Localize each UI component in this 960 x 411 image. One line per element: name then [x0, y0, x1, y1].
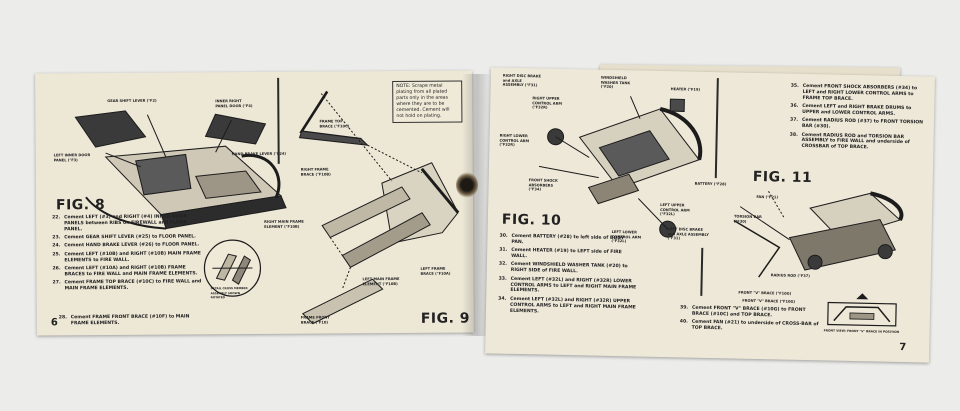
- right-steps-bottom: 39.Cement FRONT "V" BRACE (#10G) to FRON…: [680, 305, 821, 336]
- left-steps: 22.Cement LEFT (#3) and RIGHT (#4) INNER…: [52, 214, 203, 294]
- callout-radius-rod: RADIUS ROD (°F37): [770, 273, 811, 279]
- front-view-drawing: [827, 293, 897, 327]
- callout-right-lower-arm: RIGHT LOWER CONTROL ARM (°F32R): [499, 133, 530, 147]
- callout-front-shock: FRONT SHOCK ABSORBERS (°F34): [528, 178, 558, 192]
- step-23: 23.Cement GEAR SHIFT LEVER (#25) to FLOO…: [52, 234, 196, 241]
- step-35: 35.Cement FRONT SHOCK ABSORBERS (#34) to…: [790, 83, 918, 102]
- callout-right-frame-brace: RIGHT FRAME BRACE (°F10B): [300, 167, 331, 177]
- left-page-number: 6: [50, 317, 58, 329]
- callout-inner-right-door: INNER RIGHT PANEL DOOR (°F4): [215, 99, 253, 108]
- callout-right-upper-arm: RIGHT UPPER CONTROL ARM (°F32R): [532, 96, 562, 110]
- right-steps-left: 30.Cement BATTERY (#28) to left side of …: [498, 234, 638, 320]
- step-37: 37.Cement RADIUS ROD (#37) to FRONT TORS…: [789, 117, 924, 130]
- burn-mark: [456, 172, 478, 198]
- callout-front-v-brace-a: FRONT "V" BRACE (°F10G): [738, 290, 792, 296]
- right-page-number: 7: [899, 341, 907, 354]
- step-26: 26.Cement LEFT (#10A) and RIGHT (#10B) F…: [52, 265, 198, 278]
- callout-left-inner-door: LEFT INNER DOOR PANEL (°F3): [53, 153, 91, 162]
- callout-right-main-frame: RIGHT MAIN FRAME ELEMENT (°F10B): [264, 219, 304, 229]
- step-24: 24.Cement HAND BRAKE LEVER (#26) to FLOO…: [52, 242, 200, 249]
- right-page: RIGHT DISC BRAKE and AXLE ASSEMBLY (°F31…: [485, 67, 935, 363]
- fig9-drawing: [298, 90, 460, 325]
- right-steps-right: 35.Cement FRONT SHOCK ABSORBERS (#34) to…: [789, 84, 924, 155]
- step-31: 31.Cement HEATER (#19) to LEFT side of F…: [499, 247, 622, 260]
- right-page-divider-lower: [700, 247, 703, 296]
- step-28: 28.Cement FRAME FRONT BRACE (#10F) to MA…: [58, 314, 190, 327]
- step-40: 40.Cement FAN (#21) to underside of CROS…: [679, 319, 819, 332]
- left-page: GEAR SHIFT LEVER (°F2) INNER RIGHT PANEL…: [35, 70, 474, 336]
- step-25: 25.Cement LEFT (#10B) and RIGHT (#10B) M…: [52, 251, 201, 263]
- figure-8-label: FIG. 8: [55, 197, 106, 214]
- callout-front-v-brace-b: FRONT "V" BRACE (°F10G): [742, 298, 796, 304]
- figure-10-label: FIG. 10: [501, 211, 562, 229]
- plating-note: NOTE: Scrape metal plating from all plat…: [392, 80, 463, 124]
- callout-frame-top-brace: FRAME TOP BRACE (°F10C): [319, 119, 350, 129]
- fig11-drawing: [733, 190, 904, 278]
- fig8-drawing: [74, 110, 287, 230]
- step-27: 27.Cement FRAME TOP BRACE (#10C) to FIRE…: [52, 279, 202, 292]
- step-22: 22.Cement LEFT (#3) and RIGHT (#4) INNER…: [52, 214, 188, 233]
- callout-left-main-frame: LEFT MAIN FRAME ELEMENT (°F10B): [362, 276, 400, 286]
- callout-heater: HEATER (°F19): [670, 87, 701, 92]
- step-28-block: 28.Cement FRAME FRONT BRACE (#10F) to MA…: [59, 314, 197, 329]
- step-36: 36.Cement LEFT and RIGHT BRAKE DRUMS to …: [790, 103, 912, 117]
- callout-gear-shift-lever: GEAR SHIFT LEVER (°F2): [107, 98, 157, 104]
- callout-windshield-tank: WINDSHIELD WASHER TANK (°F20): [600, 75, 631, 89]
- step-38: 38.Cement RADIUS ROD and TORSION BAR ASS…: [789, 132, 910, 151]
- callout-right-disc-brake: RIGHT DISC BRAKE and AXLE ASSEMBLY (°F31…: [502, 73, 542, 88]
- callout-inset-caption: DETAIL CROSS MEMBER ASSEMBLY SHOWN ROTAT…: [210, 286, 248, 300]
- step-34: 34.Cement LEFT (#32L) and RIGHT (#32R) U…: [498, 296, 636, 314]
- step-32: 32.Cement WINDSHIELD WASHER TANK (#20) t…: [498, 261, 628, 275]
- callout-left-upper-arm: LEFT UPPER CONTROL ARM (°F32L): [659, 202, 690, 217]
- callout-frame-front-brace: FRAME FRONT BRACE (°F10): [300, 315, 330, 325]
- step-39: 39.Cement FRONT "V" BRACE (#10G) to FRON…: [679, 305, 806, 319]
- inset-detail-drawing: [203, 239, 262, 297]
- callout-fan: FAN (°F21): [756, 194, 779, 200]
- step-33: 33.Cement LEFT (#32L) and RIGHT (#32R) L…: [498, 276, 637, 294]
- fig10-drawing: [538, 96, 703, 238]
- left-page-divider: [277, 77, 280, 164]
- callout-torsion-bar: TORSION BAR (°F30): [733, 214, 762, 224]
- callout-left-disc-brake: LEFT DISC BRAKE and AXLE ASSEMBLY (°F31): [667, 227, 709, 241]
- step-30: 30.Cement BATTERY (#28) to left side of …: [499, 233, 625, 246]
- callout-left-frame-brace: LEFT FRAME BRACE (°F10A): [420, 266, 451, 276]
